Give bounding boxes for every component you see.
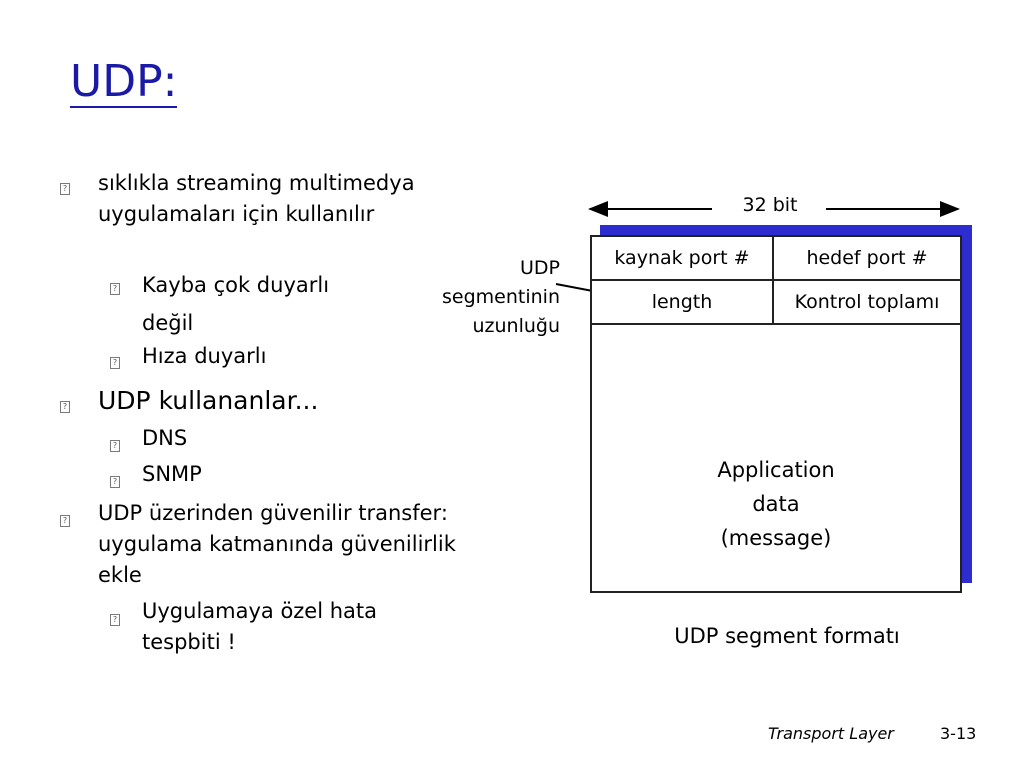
annotation-line: UDP [520,257,560,279]
header-row-length: length Kontrol toplamı [592,281,960,325]
bullet-item: DNS [142,426,188,450]
bullet-item: SNMP [142,462,202,486]
bullet-item: sıklıkla streaming multimedya uygulamala… [98,171,415,226]
length-annotation: UDP segmentinin uzunluğu [400,254,560,341]
length-field: length [592,281,774,323]
annotation-line: uzunluğu [472,315,560,337]
application-data: Application data (message) [592,453,960,555]
app-data-line: Application [717,458,835,482]
footer-section-title: Transport Layer [768,724,894,743]
bullet-marker-icon: ? [110,283,120,295]
bullet-marker-icon: ? [110,440,120,452]
bullet-marker-icon: ? [110,614,120,626]
bullet-item: Kayba çok duyarlı değil [142,273,330,335]
bullet-marker-icon: ? [60,515,70,527]
annotation-line: segmentinin [442,286,560,308]
bullet-list: ? sıklıkla streaming multimedya uygulama… [0,0,560,700]
bullet-marker-icon: ? [60,401,70,413]
bullet-marker-icon: ? [110,357,120,369]
source-port-field: kaynak port # [592,237,774,279]
dest-port-field: hedef port # [806,247,928,269]
bullet-item: UDP üzerinden güvenilir transfer: uygula… [98,501,456,587]
bullet-marker-icon: ? [110,476,120,488]
bullet-item: Hıza duyarlı [142,344,267,368]
app-data-line: data [752,492,800,516]
diagram-caption: UDP segment formatı [674,624,900,648]
footer-slide-number: 3-13 [940,724,977,743]
segment-box: kaynak port # hedef port # length Kontro… [590,235,962,593]
bullet-marker-icon: ? [60,183,70,195]
slide-title: UDP: [70,56,178,108]
bullet-item: Uygulamaya özel hata tespbiti ! [142,599,378,654]
app-data-line: (message) [720,526,832,550]
checksum-field: Kontrol toplamı [794,291,940,313]
width-label: 32 bit [742,194,798,216]
header-row-ports: kaynak port # hedef port # [592,237,960,281]
bullet-item: UDP kullananlar... [98,386,319,415]
